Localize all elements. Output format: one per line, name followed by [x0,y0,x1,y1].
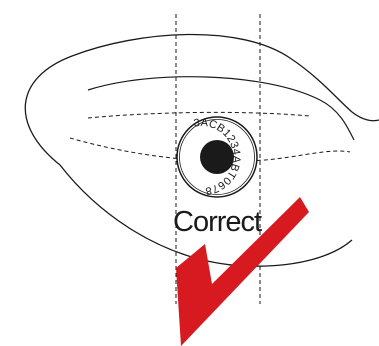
ear-tag: 3ACB1234ABT0678 [177,117,257,197]
verdict-label: Correct [173,206,262,238]
